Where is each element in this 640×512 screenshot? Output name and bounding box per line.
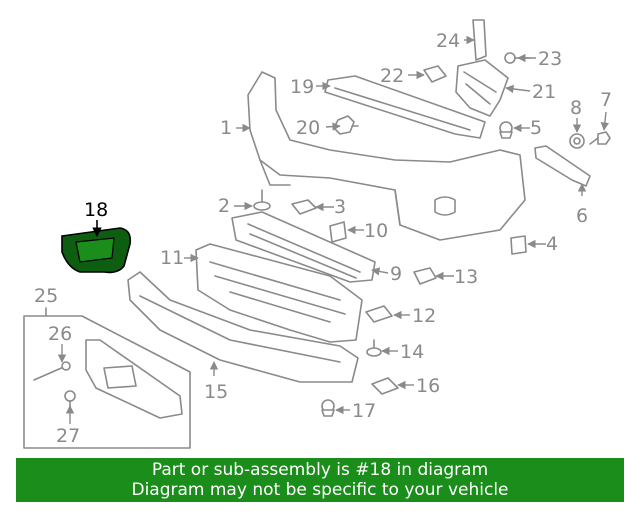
banner-line-2: Diagram may not be specific to your vehi… (131, 480, 509, 500)
label-part-20: 20 (296, 117, 320, 139)
part-16-clip (371, 377, 399, 395)
label-part-18: 18 (84, 199, 108, 221)
label-part-9: 9 (390, 263, 402, 285)
part-11-lower-deflector (195, 243, 363, 343)
label-part-12: 12 (412, 305, 436, 327)
part-18-fog-lamp-bezel (61, 227, 132, 274)
part-13-clip (413, 267, 437, 285)
label-part-5: 5 (530, 117, 542, 139)
license-plate-bracket (85, 339, 183, 419)
label-part-19: 19 (290, 76, 314, 98)
label-part-1: 1 (220, 117, 232, 139)
part-labels: 1 2 3 4 5 6 7 8 9 10 11 12 13 14 15 16 1… (34, 30, 612, 447)
label-part-22: 22 (380, 65, 404, 87)
label-part-8: 8 (570, 97, 582, 119)
part-1-bumper-cover (247, 71, 526, 241)
label-part-14: 14 (400, 341, 424, 363)
part-20-bolt (333, 115, 359, 135)
part-12-clip (365, 305, 393, 323)
label-part-21: 21 (532, 81, 556, 103)
diagram-notice-banner: Part or sub-assembly is #18 in diagram D… (16, 458, 624, 502)
label-part-6: 6 (576, 205, 588, 227)
part-2-pin (253, 189, 271, 211)
part-26-rod (33, 361, 71, 381)
label-part-7: 7 (600, 89, 612, 111)
part-19-upper-bar (324, 75, 486, 139)
part-22-clip (423, 65, 447, 83)
label-part-13: 13 (454, 266, 478, 288)
label-part-25: 25 (34, 285, 58, 307)
part-17-push-pin (321, 399, 335, 417)
label-part-27: 27 (56, 425, 80, 447)
part-24-strap (472, 19, 487, 61)
part-7-bolt (589, 131, 611, 145)
part-5-push-pin (499, 121, 513, 139)
part-10-clip (329, 221, 347, 243)
banner-line-1: Part or sub-assembly is #18 in diagram (151, 460, 489, 480)
label-part-17: 17 (352, 400, 376, 422)
part-3-clip (291, 199, 317, 215)
label-part-23: 23 (538, 48, 562, 70)
part-21-bracket (455, 59, 509, 117)
part-9-absorber (231, 211, 376, 283)
label-part-24: 24 (436, 30, 460, 52)
label-part-10: 10 (364, 220, 388, 242)
label-part-3: 3 (334, 196, 346, 218)
part-25-group (23, 307, 191, 449)
part-14-pin (366, 339, 382, 357)
part-15-lower-fascia (127, 271, 359, 383)
label-part-16: 16 (416, 375, 440, 397)
part-8-nut (569, 133, 585, 149)
label-part-11: 11 (160, 247, 184, 269)
leader-lines (57, 35, 610, 424)
label-part-15: 15 (204, 381, 228, 403)
part-4-clip (510, 235, 527, 255)
part-6-side-trim (534, 145, 591, 187)
label-part-2: 2 (218, 195, 230, 217)
label-part-26: 26 (48, 323, 72, 345)
diagram-canvas: 1 2 3 4 5 6 7 8 9 10 11 12 13 14 15 16 1… (23, 19, 612, 449)
label-part-4: 4 (546, 233, 558, 255)
